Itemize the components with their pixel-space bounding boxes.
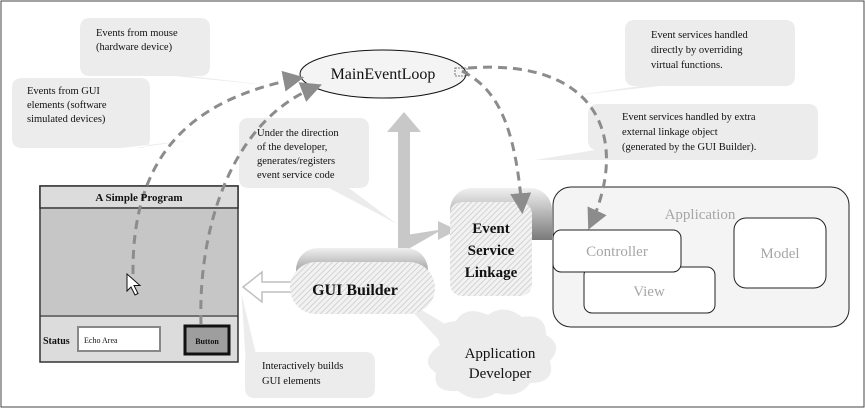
callout-gui-bubble <box>12 78 191 148</box>
main-event-loop-label: MainEventLoop <box>331 66 436 83</box>
model-label: Model <box>760 246 799 262</box>
controller-box <box>552 229 682 273</box>
callout-direction-bubble <box>239 118 397 224</box>
callout-gui-line-3: simulated devices) <box>27 114 106 125</box>
callout-linkage-line-2: external linkage object <box>622 127 718 138</box>
event-flow-arrows <box>131 65 608 325</box>
callout-builds-bubble <box>241 294 375 398</box>
callout-virtual-line-3: virtual functions. <box>651 60 723 71</box>
callout-mouse-line-2: (hardware device) <box>96 42 173 53</box>
developer-label-line-2: Developer <box>469 366 531 382</box>
callout-gui-line-2: elements (software <box>27 100 107 111</box>
callout-linkage-line-1: Event services handled by extra <box>622 112 756 123</box>
callout-direction-line-3: generates/registers <box>257 156 335 167</box>
controller-label: Controller <box>586 244 648 260</box>
callout-direction-line-4: event service code <box>257 170 335 181</box>
mouse-cursor-icon <box>126 272 142 296</box>
callout-direction-line-2: of the developer, <box>257 142 327 153</box>
view-label: View <box>633 284 665 300</box>
callout-builds-line-1: Interactively builds <box>262 361 343 372</box>
linkage-label-line-2: Service <box>468 243 515 259</box>
callout-mouse-bubble <box>80 18 275 86</box>
linkage-label-line-1: Event <box>472 221 510 237</box>
gui-builder-node <box>290 248 435 314</box>
simple-program-window <box>39 185 239 363</box>
callout-linkage-bubble <box>535 104 818 160</box>
callout-direction-line-1: Under the direction <box>257 128 339 139</box>
developer-label-line-1: Application <box>465 346 536 362</box>
echo-area: Echo Area <box>84 336 118 345</box>
linkage-label-line-3: Linkage <box>465 265 518 281</box>
developer-cloud <box>427 309 557 399</box>
callout-virtual-line-1: Event services handled <box>651 30 749 41</box>
gui-builder-label: GUI Builder <box>312 282 398 299</box>
program-window-title: A Simple Program <box>95 192 182 204</box>
generate-arrows <box>387 112 457 250</box>
callout-gui-line-1: Events from GUI <box>27 86 100 97</box>
application-title: Application <box>665 207 736 223</box>
callout-linkage-line-3: (generated by the GUI Builder). <box>622 142 756 153</box>
callout-builds-line-2: GUI elements <box>262 376 321 387</box>
program-button[interactable]: Button <box>195 337 219 346</box>
callout-virtual-bubble <box>570 20 795 96</box>
callout-virtual-line-2: directly by overriding <box>651 45 743 56</box>
status-label: Status <box>43 336 70 347</box>
model-box <box>733 217 827 289</box>
callout-mouse-line-1: Events from mouse <box>96 28 178 39</box>
